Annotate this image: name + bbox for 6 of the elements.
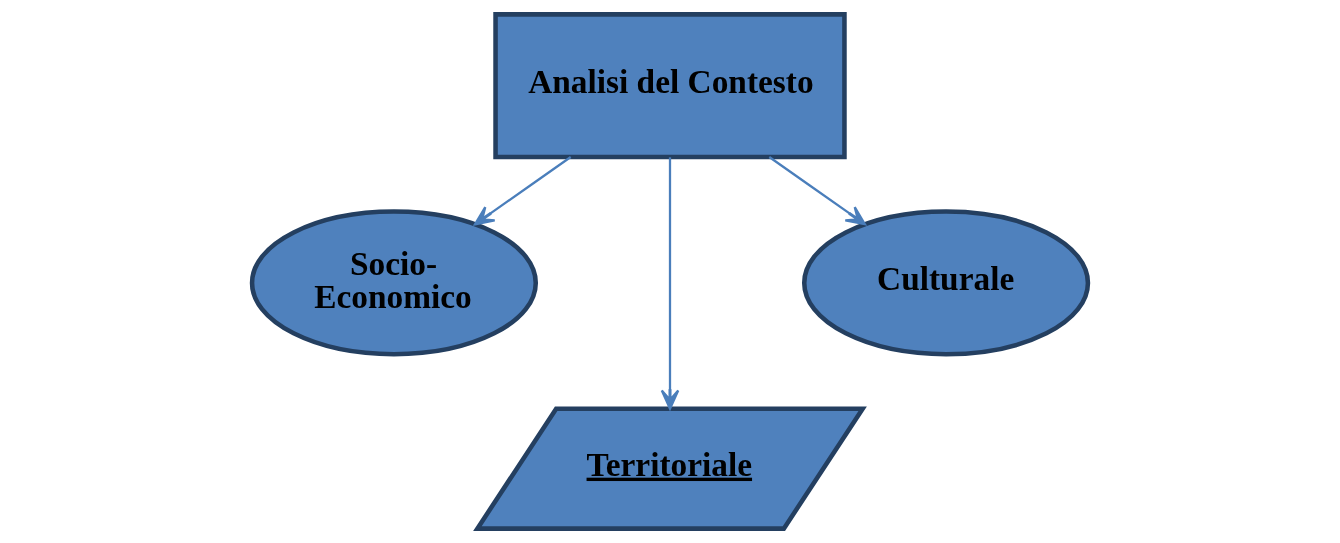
node-ellipse: Culturale	[801, 209, 1091, 357]
node-box: Analisi del Contesto	[493, 12, 847, 160]
node-ellipse: Socio- Economico	[249, 209, 539, 357]
arrow	[473, 156, 572, 226]
arrow	[768, 156, 867, 226]
arrow	[660, 157, 680, 410]
